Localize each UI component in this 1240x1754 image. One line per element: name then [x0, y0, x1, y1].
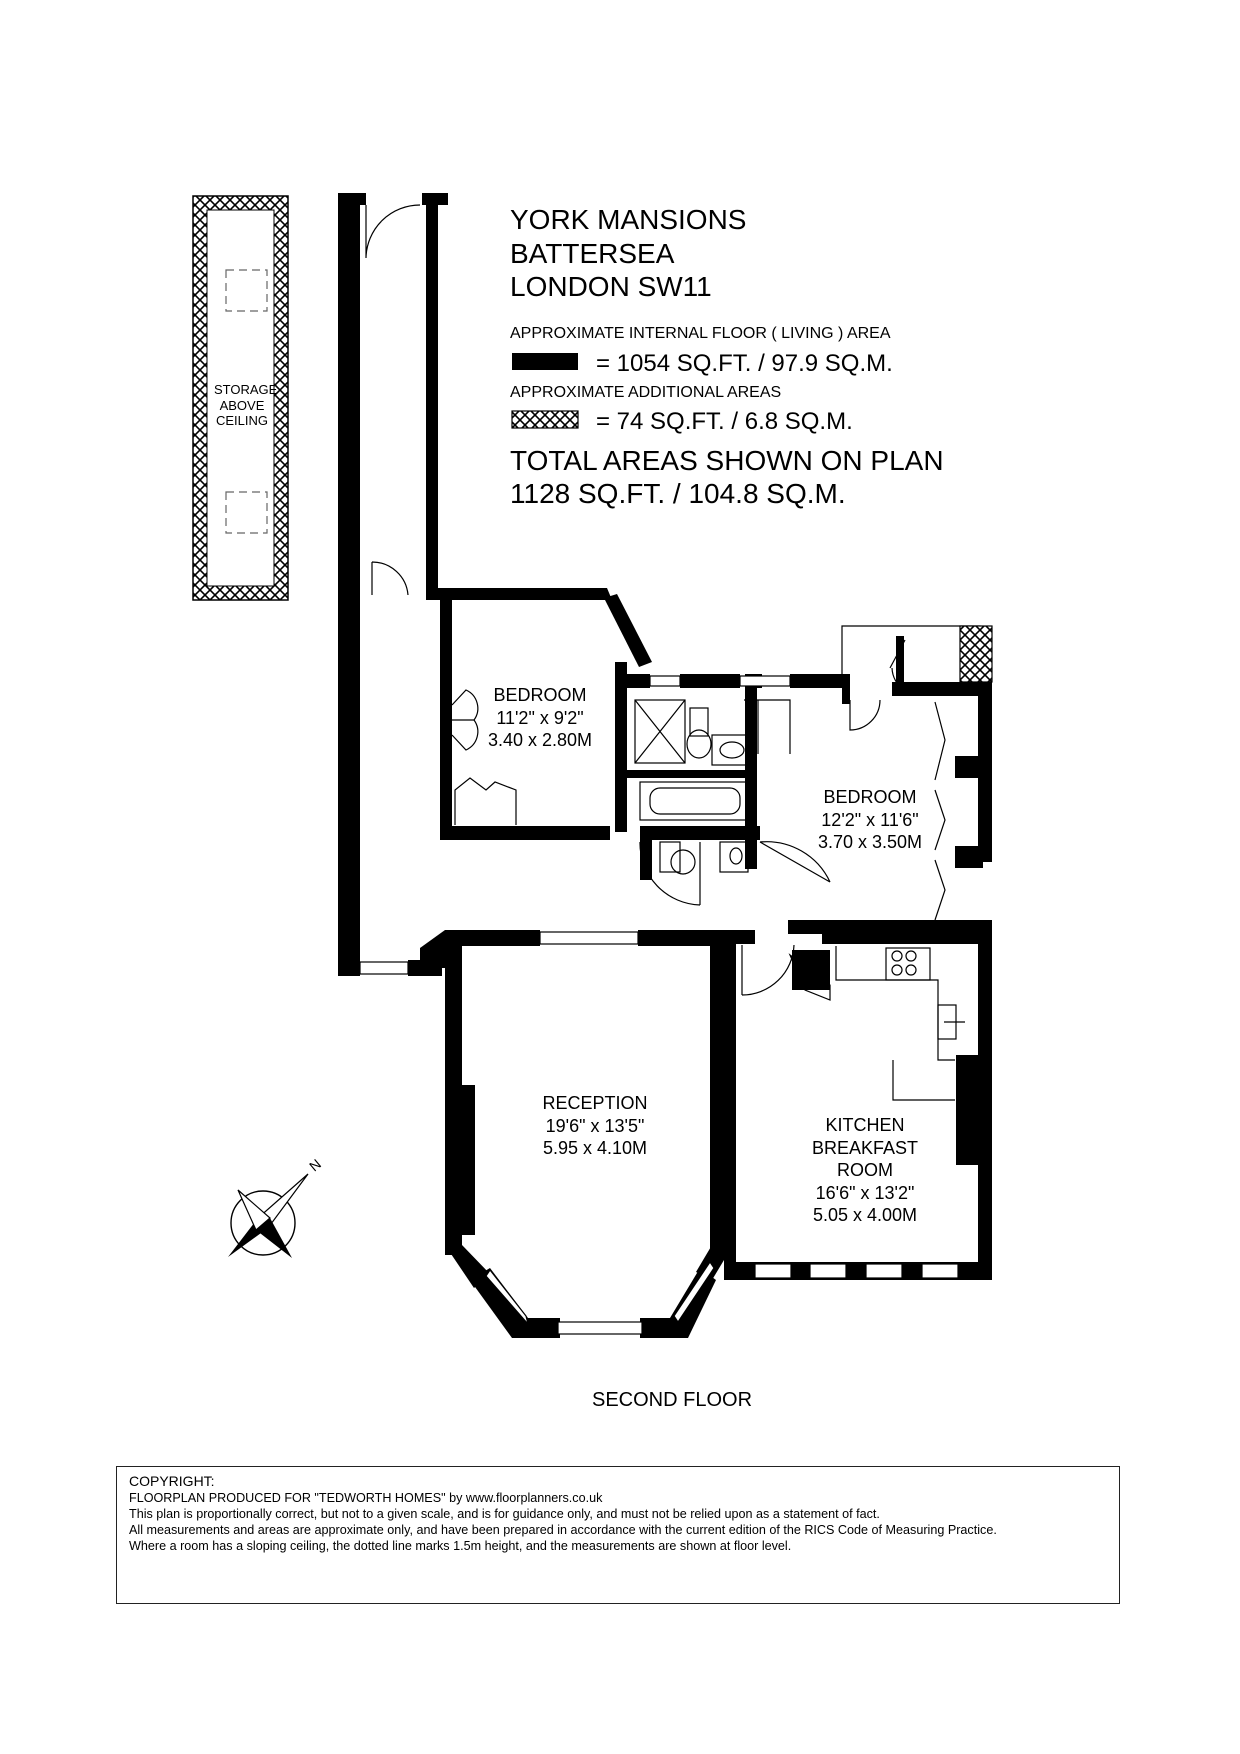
property-postcode: LONDON SW11 [510, 271, 712, 302]
bedroom-2-label: BEDROOM 12'2" x 11'6" 3.70 x 3.50M [817, 787, 923, 852]
kitchen-label: KITCHEN BREAKFAST ROOM 16'6" x 13'2" 5.0… [811, 1115, 919, 1225]
copyright-notice: COPYRIGHT: FLOORPLAN PRODUCED FOR "TEDWO… [116, 1466, 1120, 1604]
compass-icon [228, 1173, 309, 1258]
legend-additional-caption: APPROXIMATE ADDITIONAL AREAS [510, 384, 782, 401]
total-value: 1128 SQ.FT. / 104.8 SQ.M. [510, 478, 846, 509]
bathroom-fixtures [634, 699, 791, 875]
bedroom-1-label: BEDROOM 11'2" x 9'2" 3.40 x 2.80M [487, 685, 593, 750]
total-caption: TOTAL AREAS SHOWN ON PLAN [510, 445, 944, 476]
legend-living-swatch [512, 353, 578, 370]
legend-living-caption: APPROXIMATE INTERNAL FLOOR ( LIVING ) AR… [510, 325, 891, 342]
doors [365, 204, 946, 1001]
balcony [841, 625, 993, 683]
legend-additional-value: = 74 SQ.FT. / 6.8 SQ.M. [596, 408, 853, 435]
storage-label: STORAGE ABOVE CEILING [214, 382, 278, 429]
reception-label: RECEPTION 19'6" x 13'5" 5.95 x 4.10M [542, 1093, 648, 1158]
legend-additional-swatch [511, 410, 579, 429]
floor-label: SECOND FLOOR [592, 1389, 753, 1411]
property-area: BATTERSEA [510, 238, 675, 269]
legend-living-value: = 1054 SQ.FT. / 97.9 SQ.M. [596, 350, 893, 377]
windows [359, 675, 959, 1335]
walls [338, 193, 992, 1338]
kitchen-fittings [835, 946, 965, 1101]
property-name: YORK MANSIONS [510, 204, 747, 235]
storage-area [192, 195, 289, 601]
